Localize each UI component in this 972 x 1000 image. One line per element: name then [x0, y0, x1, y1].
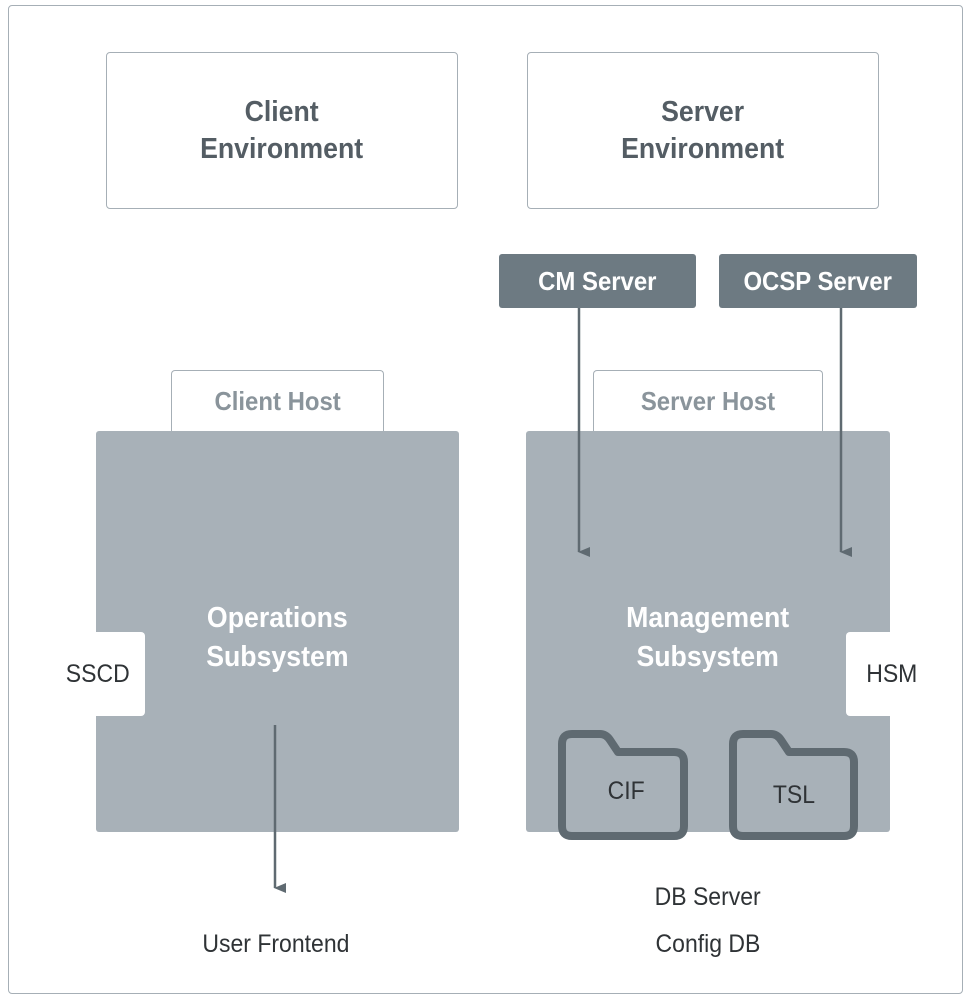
ocsp-server-label: OCSP Server: [743, 265, 893, 296]
server-environment-label: Server Environment: [621, 95, 785, 165]
user-frontend-label: User Frontend: [202, 930, 350, 958]
cm-server-label: CM Server: [538, 265, 657, 296]
server-environment-box: Server Environment: [527, 52, 879, 209]
hsm-label: HSM: [866, 659, 918, 688]
cif-folder-icon: [558, 730, 688, 840]
sscd-tab: SSCD: [50, 632, 145, 716]
cif-folder-label: CIF: [607, 777, 645, 805]
db-server-label: DB Server: [654, 883, 762, 911]
operations-subsystem-label: Operations Subsystem: [206, 602, 349, 673]
sscd-label: SSCD: [65, 659, 130, 688]
cm-server-box: CM Server: [499, 254, 696, 308]
client-host-tab: Client Host: [171, 370, 384, 432]
client-host-label: Client Host: [214, 386, 341, 416]
config-db-label: Config DB: [655, 930, 761, 958]
operations-subsystem-box: Operations Subsystem: [96, 431, 459, 832]
client-environment-box: Client Environment: [106, 52, 458, 209]
server-host-label: Server Host: [640, 386, 776, 416]
tsl-folder-label: TSL: [772, 781, 816, 809]
tsl-folder-icon: [729, 730, 858, 840]
client-environment-label: Client Environment: [200, 95, 364, 165]
server-host-tab: Server Host: [593, 370, 823, 432]
diagram-frame: [8, 5, 963, 994]
ocsp-server-box: OCSP Server: [719, 254, 917, 308]
management-subsystem-label: Management Subsystem: [626, 602, 790, 673]
hsm-tab: HSM: [846, 632, 938, 716]
